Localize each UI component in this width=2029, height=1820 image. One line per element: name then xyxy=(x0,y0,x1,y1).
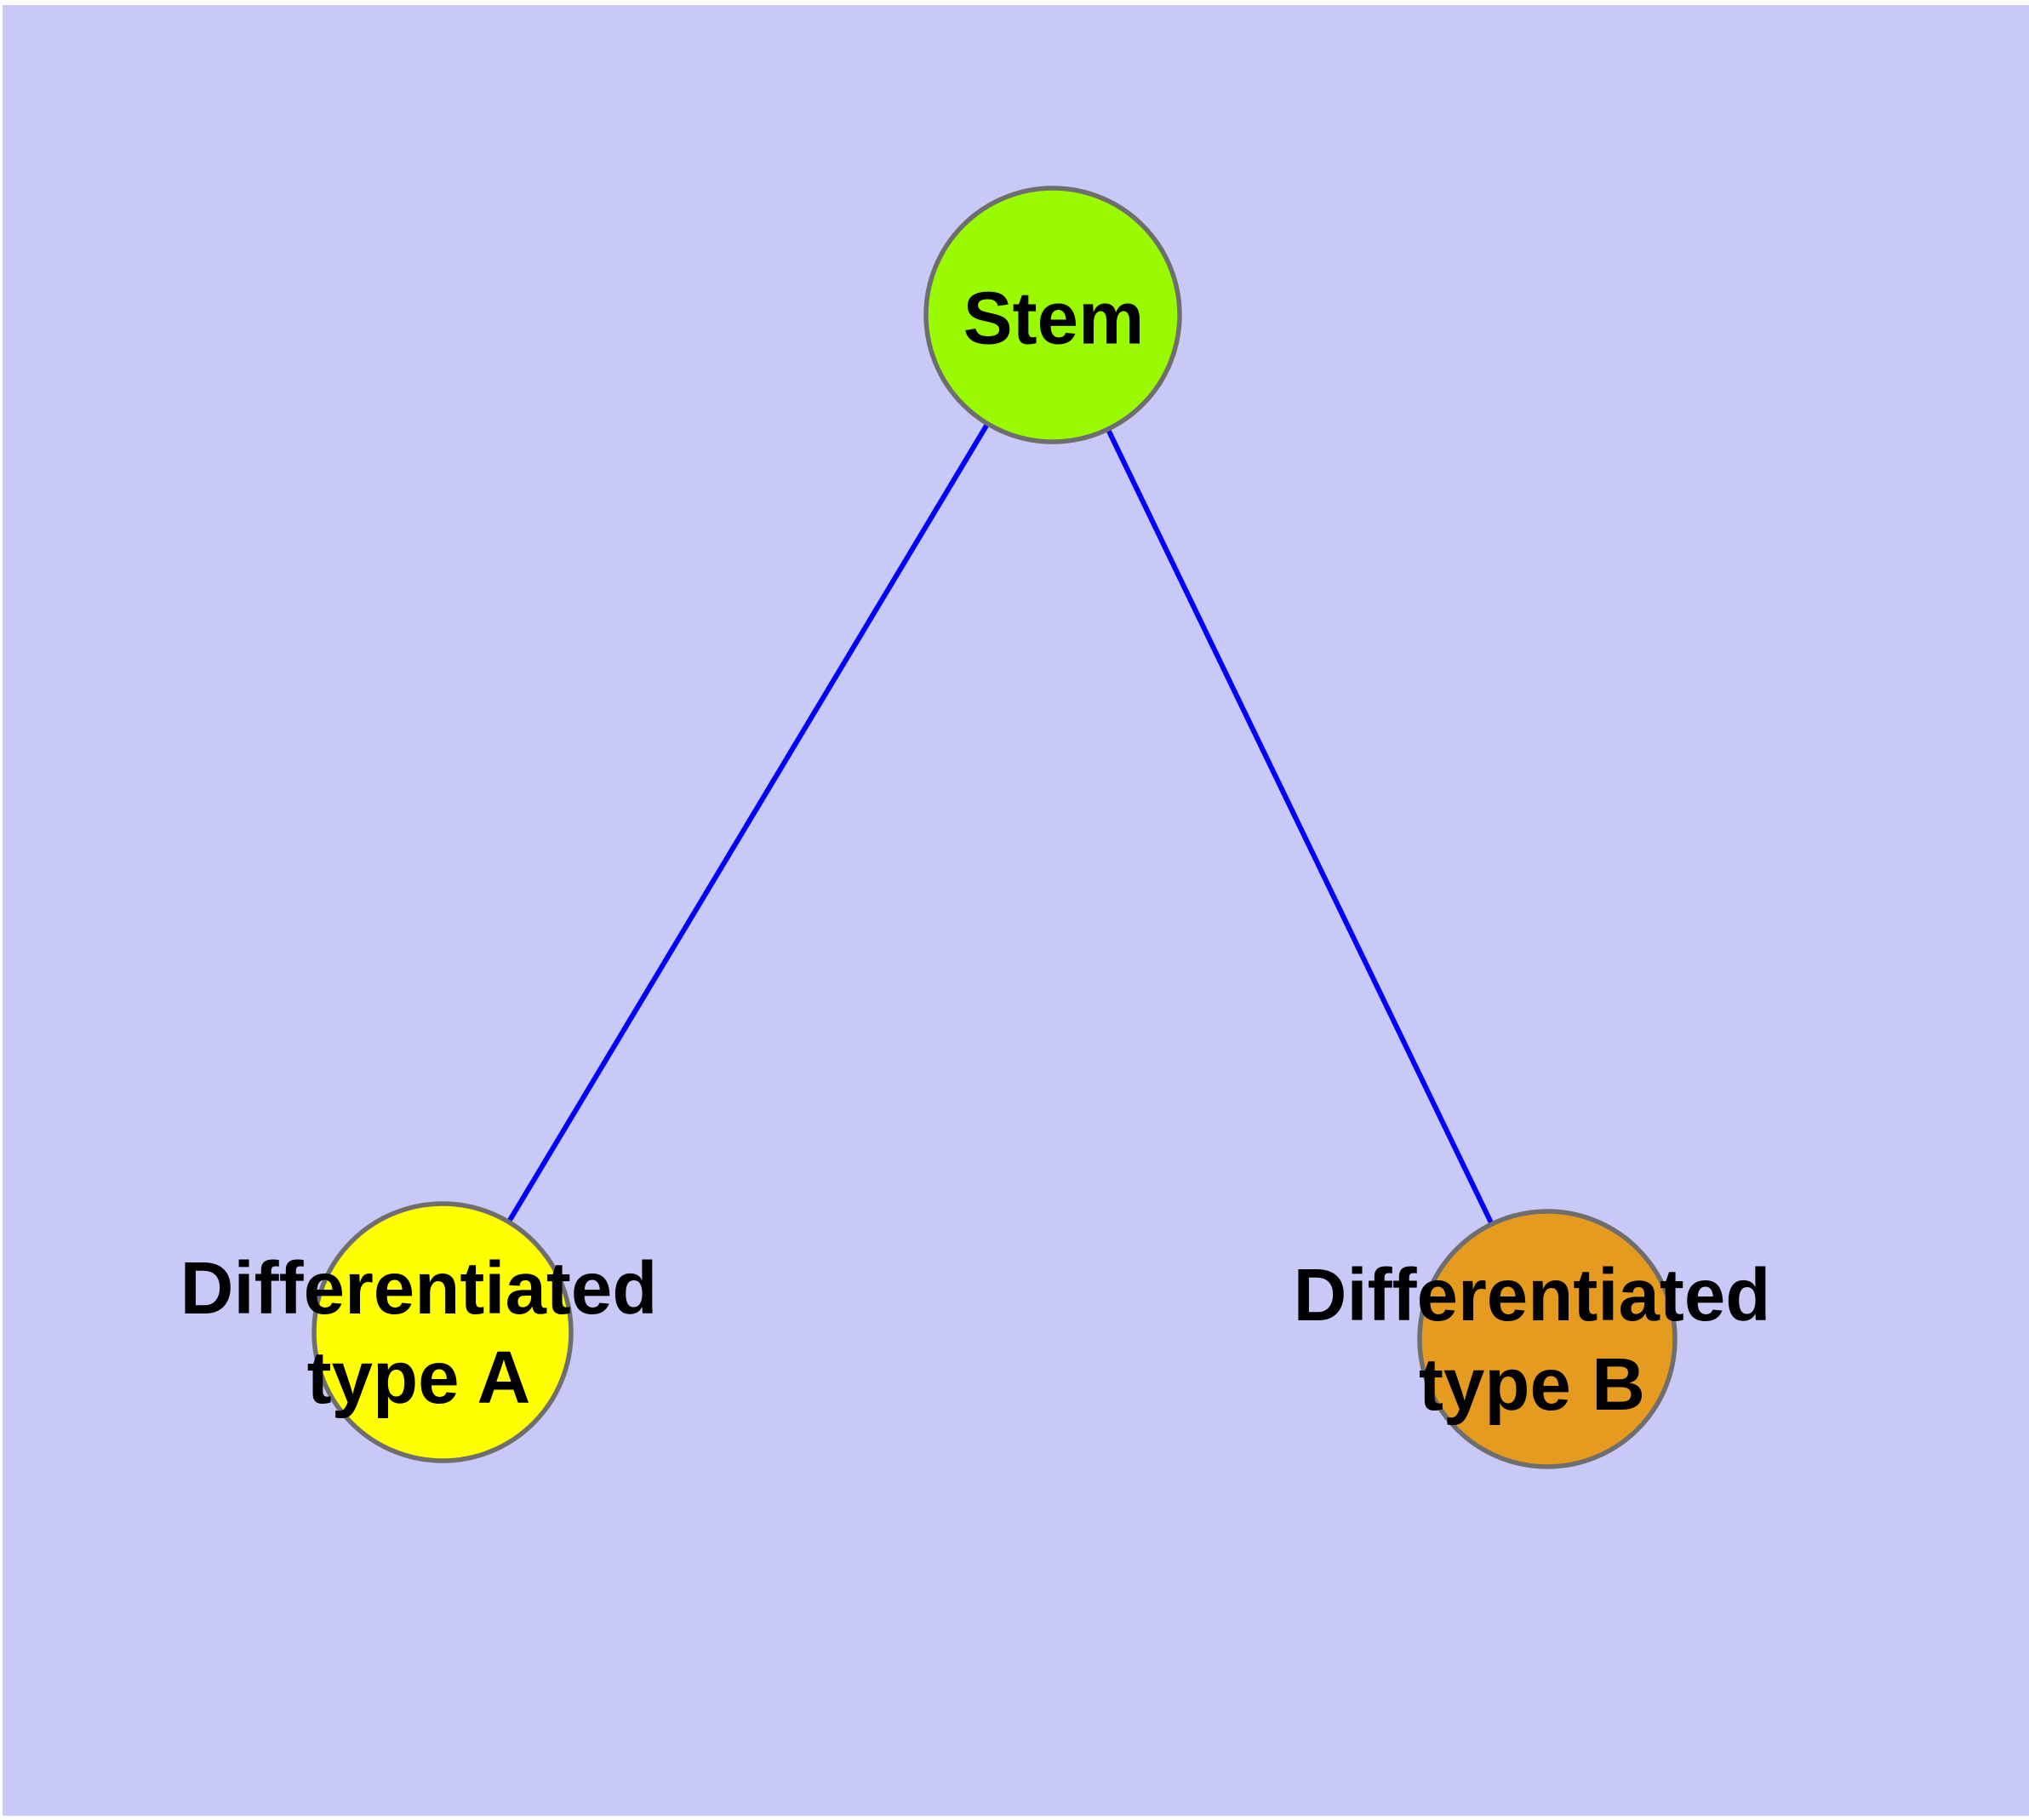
edge-stem-to-type-b xyxy=(1050,312,1550,1342)
node-label-stem: Stem xyxy=(963,277,1145,360)
node-label-differentiated-type-a: Differentiated type A xyxy=(180,1247,658,1419)
edge-stem-to-type-a xyxy=(440,312,1055,1335)
node-circle-stem xyxy=(923,186,1182,444)
node-circle-differentiated-type-b xyxy=(1417,1209,1677,1469)
node-circle-differentiated-type-a xyxy=(311,1201,574,1463)
node-label-differentiated-type-b: Differentiated type B xyxy=(1293,1254,1771,1426)
